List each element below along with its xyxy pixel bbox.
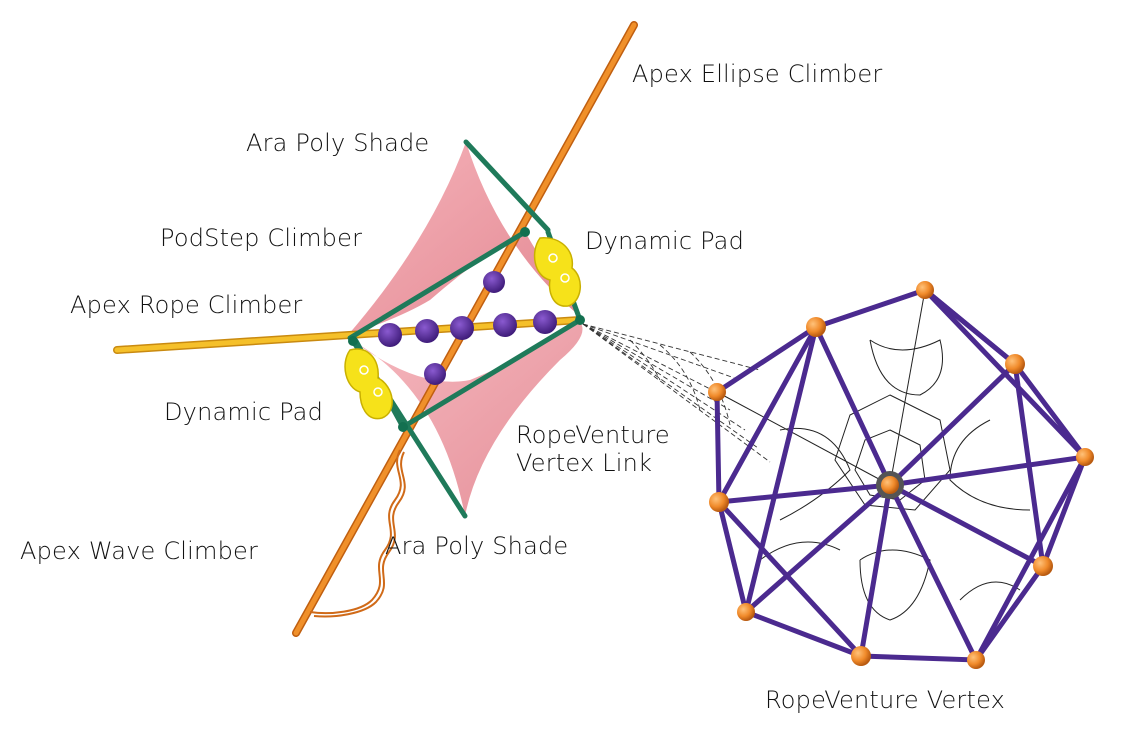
ara-poly-shade-bottom [353,322,583,516]
ropeventure-vertex [708,281,1094,669]
label-apex-rope-climber: Apex Rope Climber [70,291,303,319]
label-ara-poly-shade-bottom: Ara Poly Shade [385,532,569,560]
dynamic-pad-left [344,348,393,420]
ara-poly-shade-top [348,142,582,335]
podstep-climber [378,271,557,385]
apex-wave-climber [309,449,406,618]
label-apex-ellipse-climber: Apex Ellipse Climber [632,60,883,88]
label-ara-poly-shade-top: Ara Poly Shade [246,129,430,157]
label-dynamic-pad-left: Dynamic Pad [164,398,324,426]
dynamic-pad-right [533,237,581,307]
label-apex-wave-climber: Apex Wave Climber [20,537,259,565]
vertex-hub [876,471,904,499]
label-dynamic-pad-right: Dynamic Pad [585,227,745,255]
label-ropeventure-vertex-link: RopeVenture Vertex Link [516,421,706,477]
label-ropeventure-vertex-link-line2: Vertex Link [516,449,653,477]
ropeventure-vertex-link [582,323,771,463]
label-ropeventure-vertex-link-line1: RopeVenture [516,421,670,449]
vertex-balls [708,281,1094,669]
frame-joints [348,227,585,432]
label-podstep-climber: PodStep Climber [160,224,363,252]
label-ropeventure-vertex: RopeVenture Vertex [765,686,1006,714]
